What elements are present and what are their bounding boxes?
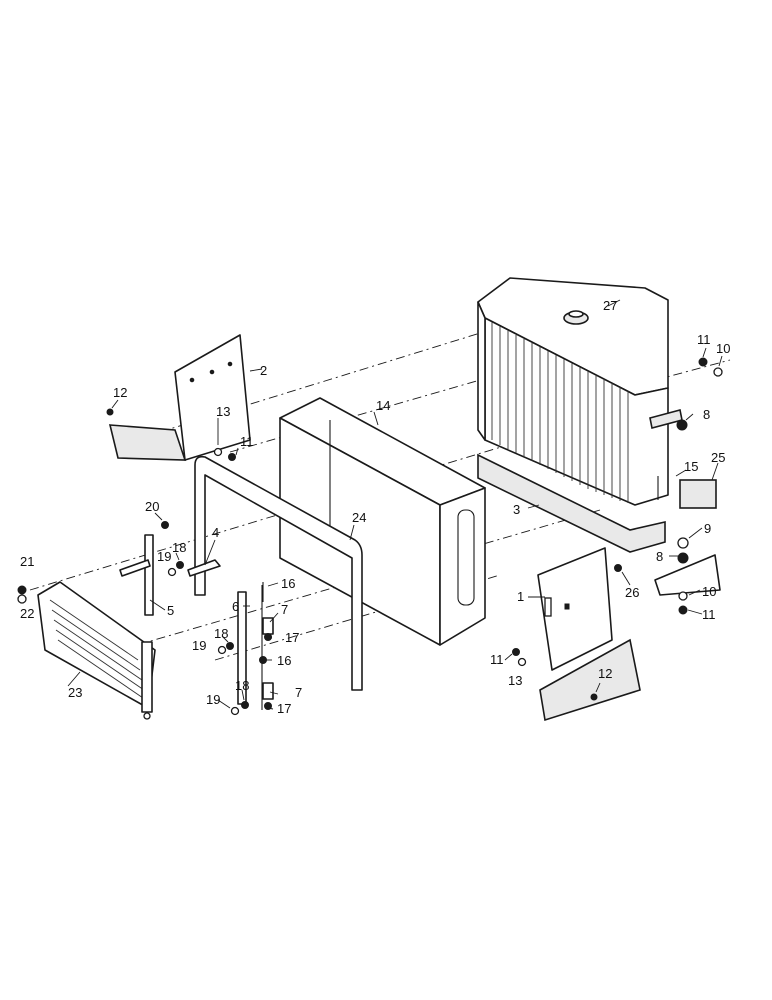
callout-18-lower: 18 [235,678,249,693]
callout-1: 1 [517,589,524,604]
condenser [37,581,156,720]
callout-12-top: 12 [113,385,127,400]
callout-8-bottom: 8 [656,549,663,564]
callout-22: 22 [20,606,34,621]
mounting-bracket-5 [119,534,154,616]
callout-18-upper: 18 [172,540,186,555]
callout-9: 9 [704,521,711,536]
washer-19-c [230,706,240,716]
nut-18-b [226,642,234,650]
bolt-12-b [590,693,598,701]
callout-3: 3 [513,502,520,517]
callout-10-top: 10 [716,341,730,356]
nut-11-d [512,648,520,656]
callout-10-bottom: 10 [702,584,716,599]
callout-5: 5 [167,603,174,618]
bush-8-a [676,419,688,431]
callout-11-top-right: 11 [697,332,711,347]
radiator-bottom-strip [477,453,666,553]
callout-12-bottom: 12 [598,666,612,681]
nut-18-a [176,561,184,569]
callout-19-upper: 19 [157,549,171,564]
nut-18-c [241,701,249,709]
bolt-26 [614,564,622,572]
callout-7-lower: 7 [295,685,302,700]
washer-19-a [167,567,177,577]
callout-8-top: 8 [703,407,710,422]
callout-16-upper: 16 [281,576,295,591]
nut-11-b [228,453,236,461]
callout-leaders [67,299,723,710]
callout-4: 4 [212,525,219,540]
washer-9 [677,537,689,549]
hardware-fasteners [17,357,723,716]
callout-11-bottom-left: 11 [490,652,504,667]
nut-21 [17,585,27,595]
callout-23: 23 [68,685,82,700]
shroud-side-opening [457,509,475,606]
callout-24: 24 [352,510,366,525]
upper-baffle-plate [108,334,251,461]
bush-8-b [677,552,689,564]
callout-19-lower: 19 [206,692,220,707]
callout-19-middle: 19 [192,638,206,653]
radiator-core-fins [491,322,629,503]
seal-gasket [194,455,363,691]
bolt-12-a [106,408,114,416]
nut-11-c [678,605,688,615]
washer-10-b [678,591,688,601]
callout-18-middle: 18 [214,626,228,641]
callout-13-top: 13 [216,404,230,419]
callout-25: 25 [711,450,725,465]
callout-7-upper: 7 [281,602,288,617]
lower-baffle-plate [537,547,641,722]
callout-14: 14 [376,398,390,413]
callout-27: 27 [603,298,617,313]
callout-labels: 2 12 13 11 14 27 11 10 8 15 25 3 9 8 10 … [20,298,730,716]
callout-6: 6 [232,599,239,614]
washer-10-a [713,367,723,377]
washer-13-a [213,447,223,457]
callout-13-bottom: 13 [508,673,522,688]
callout-11-top-left: 11 [240,434,254,449]
callout-17-lower: 17 [277,701,291,716]
bolt-20 [161,521,169,529]
washer-13-b [517,657,527,667]
washer-22 [17,594,27,604]
callout-15: 15 [684,459,698,474]
callout-26: 26 [625,585,639,600]
washer-19-b [217,645,227,655]
nut-11-a [698,357,708,367]
callout-21: 21 [20,554,34,569]
callout-20: 20 [145,499,159,514]
callout-17-upper: 17 [285,630,299,645]
radiator-mount-bracket [649,409,721,596]
radiator [477,277,669,506]
callout-11-bottom-right: 11 [702,607,716,622]
callout-16-lower: 16 [277,653,291,668]
callout-2: 2 [260,363,267,378]
